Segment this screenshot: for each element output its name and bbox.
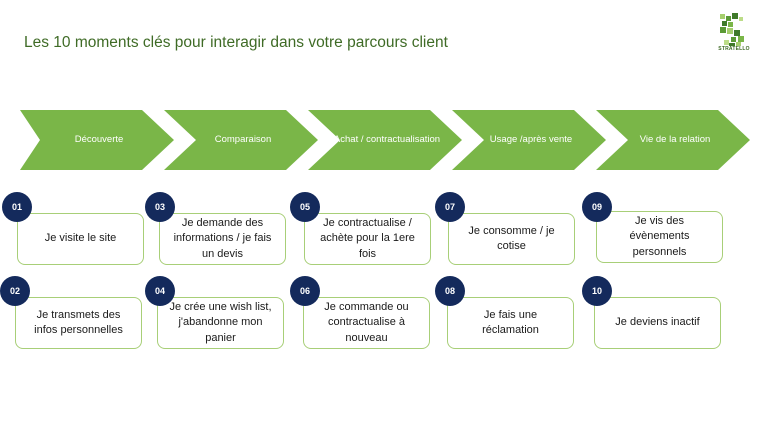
- moment-card-07: Je consomme / je cotise: [448, 213, 575, 265]
- moment-badge-05: 05: [290, 192, 320, 222]
- stage-label-usage: Usage /après vente: [489, 133, 573, 145]
- moment-badge-02: 02: [0, 276, 30, 306]
- moment-card-03: Je demande des informations / je fais un…: [159, 213, 286, 265]
- page-title: Les 10 moments clés pour interagir dans …: [24, 34, 448, 51]
- moment-badge-06: 06: [290, 276, 320, 306]
- moment-badge-07: 07: [435, 192, 465, 222]
- moment-card-10: Je deviens inactif: [594, 297, 721, 349]
- moment-card-06: Je commande ou contractualise à nouveau: [303, 297, 430, 349]
- moment-badge-10: 10: [582, 276, 612, 306]
- moment-card-01: Je visite le site: [17, 213, 144, 265]
- moment-badge-01: 01: [2, 192, 32, 222]
- logo-text: STRATELLO: [718, 46, 750, 52]
- stage-label-comparaison: Comparaison: [214, 133, 272, 145]
- moment-badge-03: 03: [145, 192, 175, 222]
- moment-card-08: Je fais une réclamation: [447, 297, 574, 349]
- moment-card-04: Je crée une wish list, j'abandonne mon p…: [157, 297, 284, 349]
- moment-card-02: Je transmets des infos personnelles: [15, 297, 142, 349]
- stage-label-decouverte: Découverte: [74, 133, 124, 145]
- moment-card-05: Je contractualise / achète pour la 1ere …: [304, 213, 431, 265]
- stratello-logo-icon: [720, 13, 744, 46]
- moment-card-09: Je vis des évènements personnels: [596, 211, 723, 263]
- moment-badge-09: 09: [582, 192, 612, 222]
- stage-label-achat: Achat / contractualisation: [333, 133, 441, 145]
- stage-label-vie-relation: Vie de la relation: [639, 133, 711, 145]
- moment-badge-08: 08: [435, 276, 465, 306]
- moment-badge-04: 04: [145, 276, 175, 306]
